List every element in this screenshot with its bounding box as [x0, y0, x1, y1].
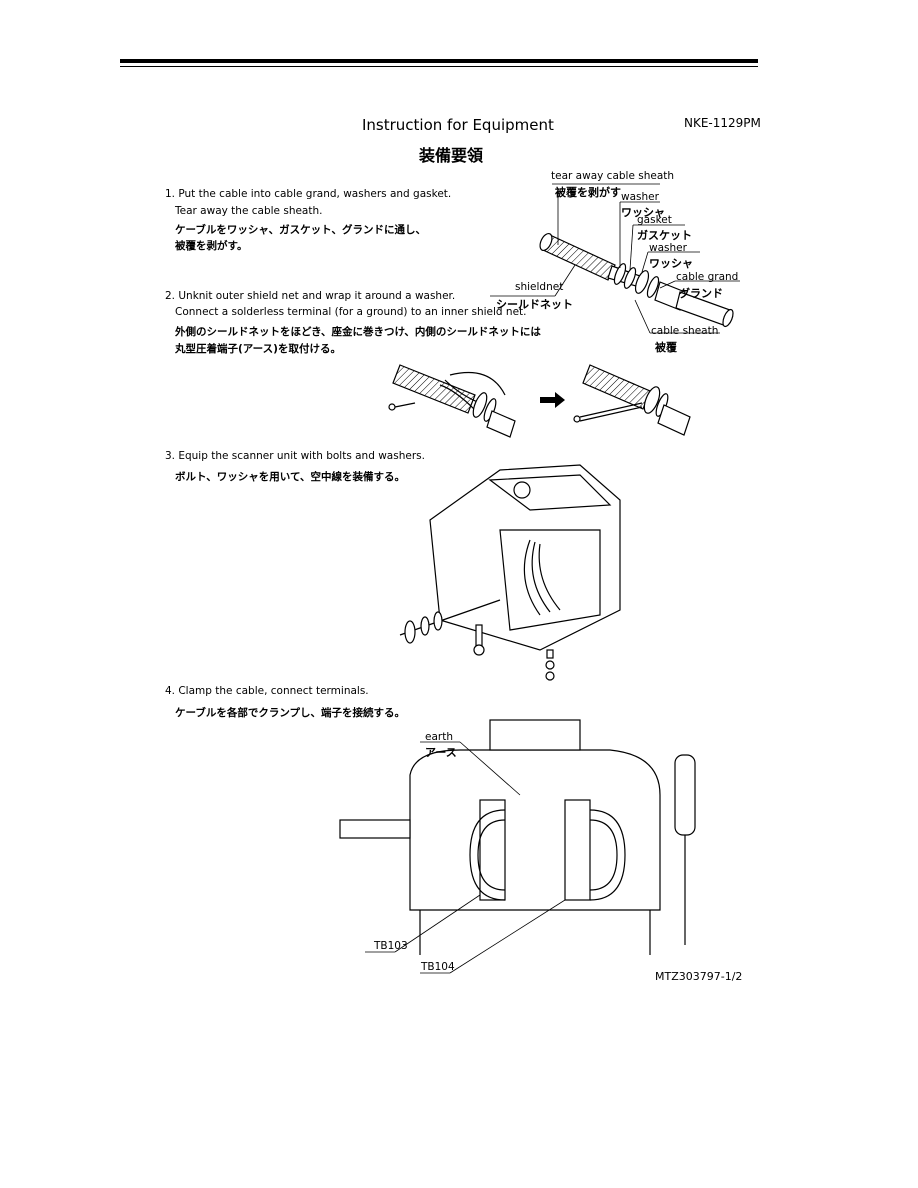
terminal-board-diagram	[339, 719, 696, 974]
step3-line1: 3. Equip the scanner unit with bolts and…	[165, 450, 425, 462]
label-washer-1: washer	[621, 191, 659, 203]
label-washer-1-jp: ワッシャ	[621, 206, 665, 219]
label-tear-away-jp: 被覆を剥がす	[555, 186, 621, 199]
step2-line1: 2. Unknit outer shield net and wrap it a…	[165, 290, 456, 302]
label-gasket: gasket	[637, 214, 672, 226]
label-tb104: TB104	[421, 961, 455, 973]
step3-jp1: ボルト、ワッシャを用いて、空中線を装備する。	[175, 471, 405, 483]
header-rule-thick	[120, 59, 758, 63]
label-gasket-jp: ガスケット	[637, 229, 692, 242]
page-title-jp: 装備要領	[419, 146, 484, 165]
document-number: NKE-1129PM	[684, 116, 761, 130]
label-tear-away: tear away cable sheath	[551, 170, 675, 182]
label-cable-sheath-jp: 被覆	[655, 341, 677, 354]
label-shieldnet: shieldnet	[515, 281, 564, 293]
label-cable-sheath: cable sheath	[651, 325, 719, 337]
label-washer-2: washer	[649, 242, 687, 254]
step1-line1: 1. Put the cable into cable grand, washe…	[165, 188, 452, 200]
label-cable-grand: cable grand	[676, 271, 739, 283]
shield-net-diagram	[388, 364, 691, 438]
header-rule-thin	[120, 66, 758, 67]
step1-line2: Tear away the cable sheath.	[175, 205, 323, 217]
step2-jp1: 外側のシールドネットをほどき、座金に巻きつけ、内側のシールドネットには	[175, 326, 541, 338]
step4-jp1: ケーブルを各部でクランプし、端子を接続する。	[175, 707, 406, 719]
cable-assembly-diagram	[490, 183, 740, 334]
scanner-unit-diagram	[399, 464, 621, 681]
step1-jp2: 被覆を剥がす。	[175, 240, 248, 252]
label-washer-2-jp: ワッシャ	[649, 257, 693, 270]
label-cable-grand-jp: グランド	[679, 287, 723, 300]
step1-jp1: ケーブルをワッシャ、ガスケット、グランドに通し、	[175, 224, 426, 236]
label-shieldnet-jp: シールドネット	[496, 298, 573, 311]
step4-line1: 4. Clamp the cable, connect terminals.	[165, 685, 369, 697]
label-tb103: TB103	[374, 940, 408, 952]
label-earth: earth	[425, 731, 453, 743]
drawing-number: MTZ303797-1/2	[655, 970, 743, 983]
label-earth-jp: アース	[425, 746, 457, 759]
step2-jp2: 丸型圧着端子(アース)を取付ける。	[175, 343, 341, 355]
step2-line2: Connect a solderless terminal (for a gro…	[175, 306, 527, 318]
page-title: Instruction for Equipment	[362, 116, 554, 134]
